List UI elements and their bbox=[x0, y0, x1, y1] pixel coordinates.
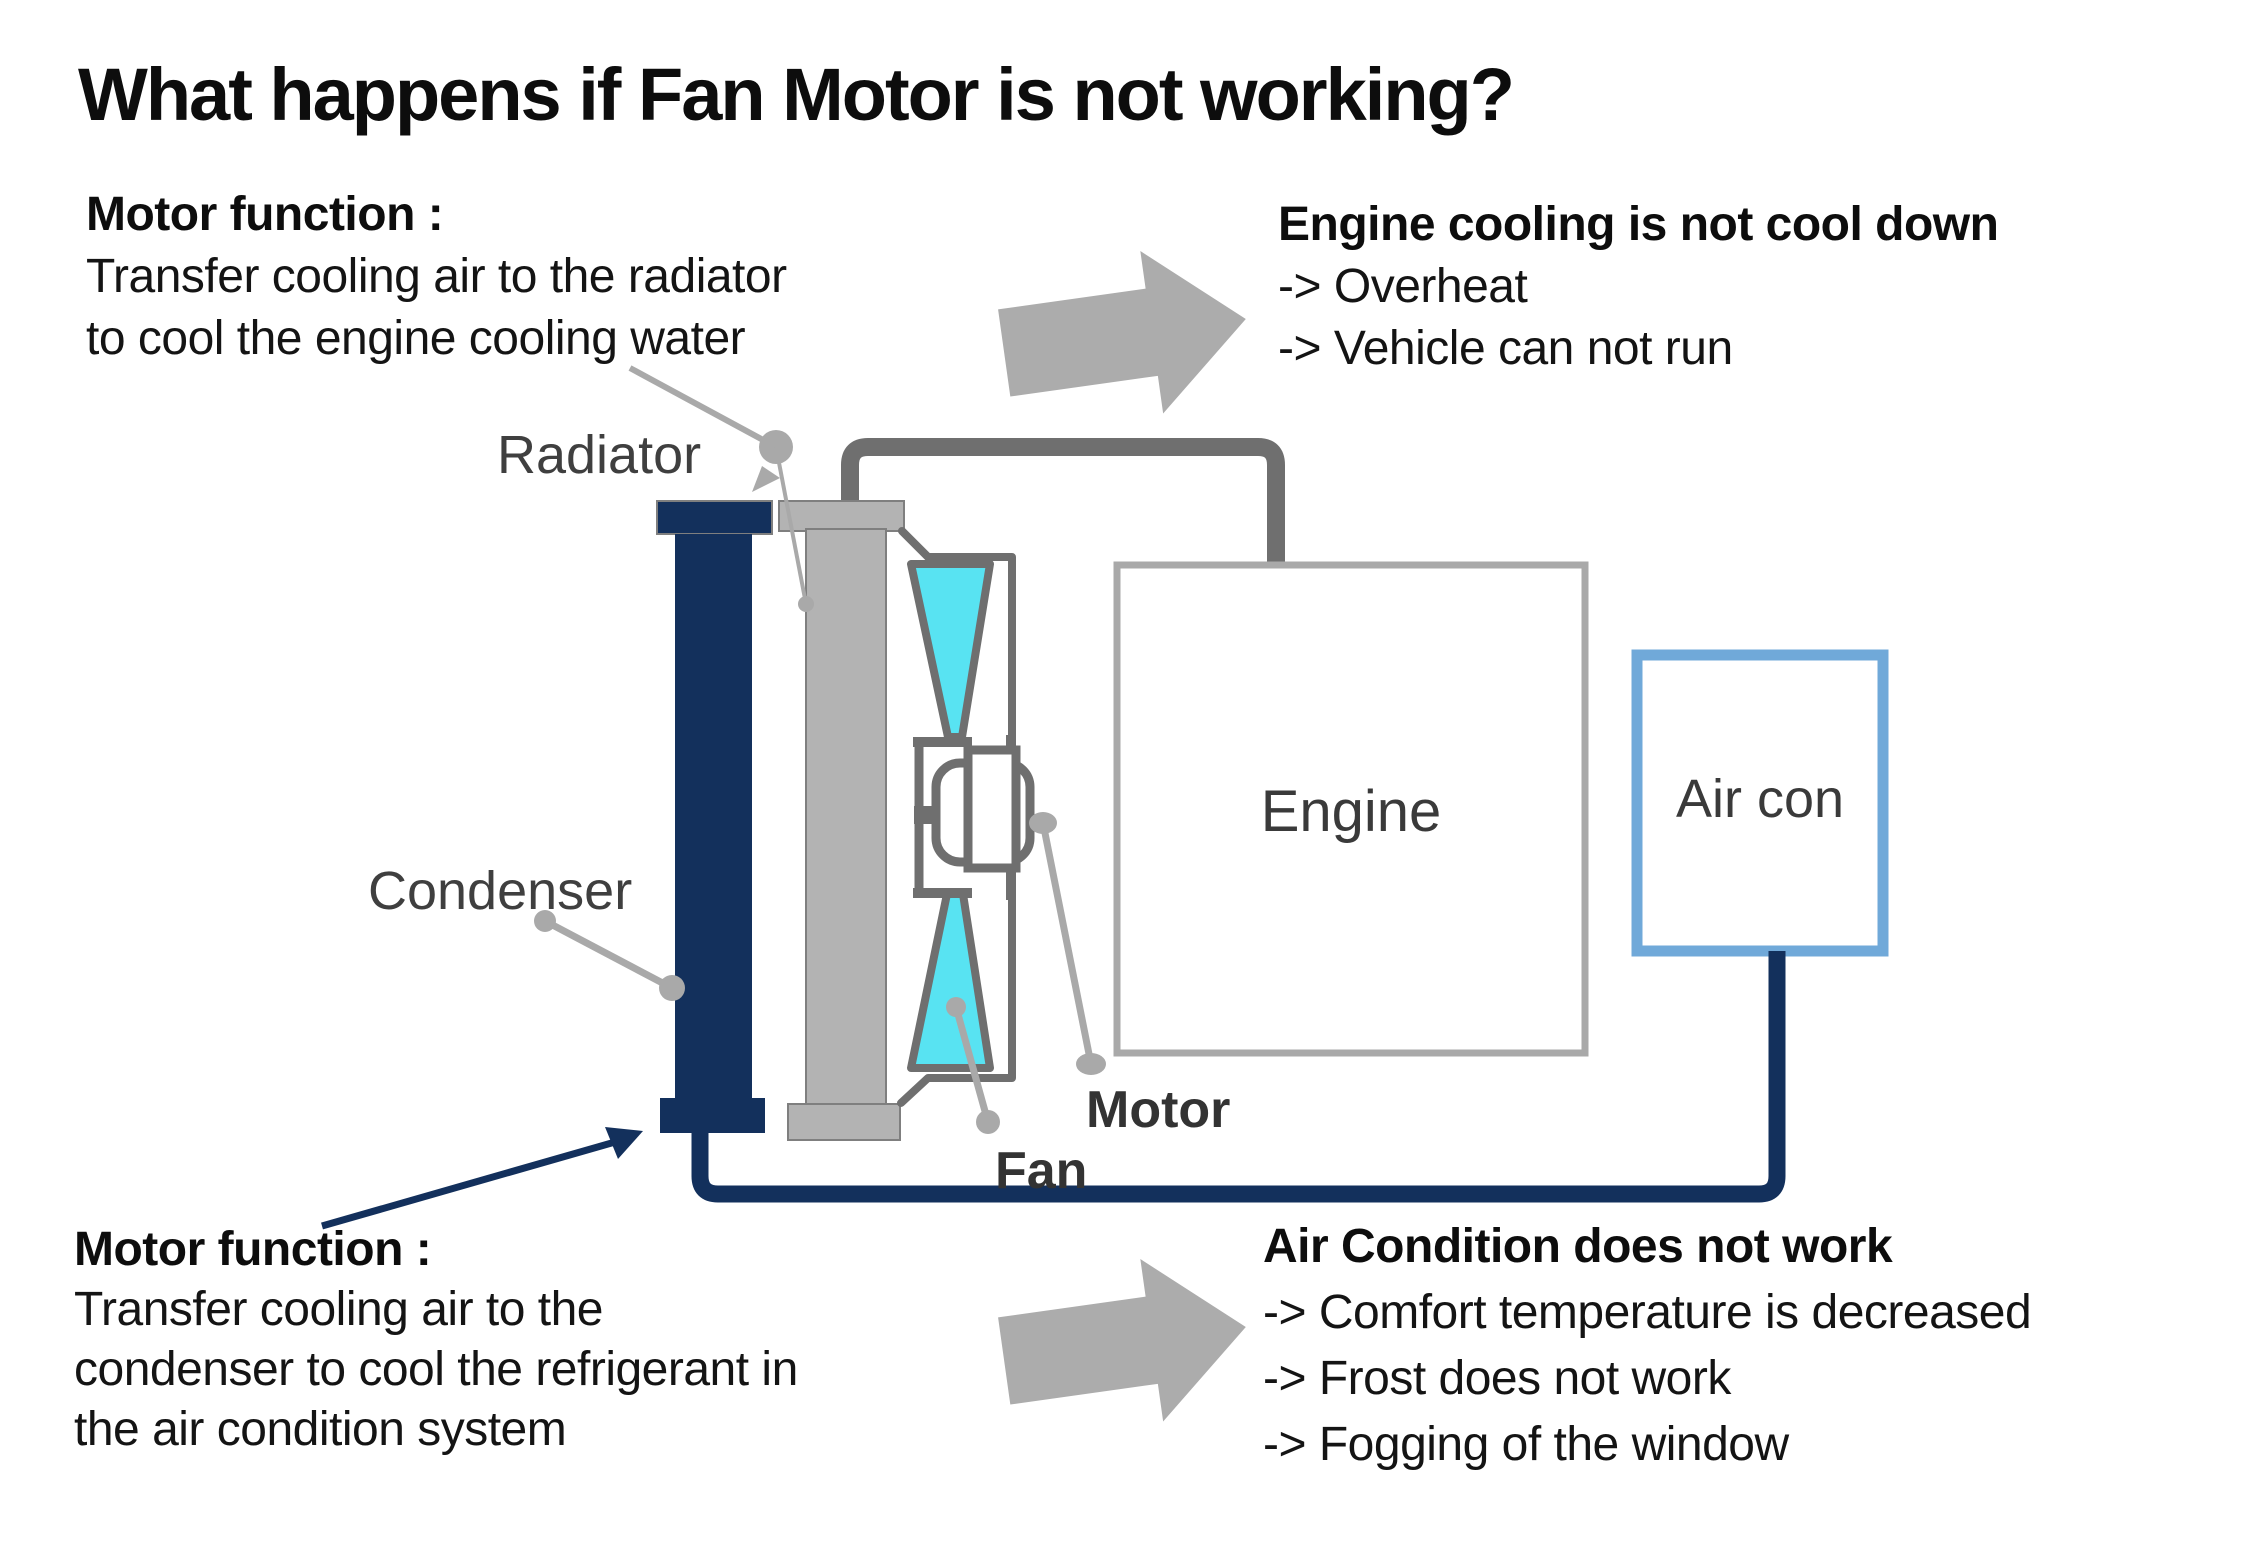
motor-leader-dot-end bbox=[1076, 1053, 1106, 1075]
fan-leader-dot-start bbox=[946, 997, 966, 1017]
condenser-function-arrow-line bbox=[321, 1136, 623, 1230]
radiator-leader-small-dot bbox=[798, 596, 814, 612]
radiator-top-tank bbox=[778, 500, 905, 532]
aircon-condenser-pipe bbox=[691, 951, 1786, 1203]
motor-leader-dot-start bbox=[1029, 812, 1057, 834]
condenser-function-arrowhead bbox=[605, 1127, 643, 1159]
block-heading: Engine cooling is not cool down bbox=[1278, 198, 1999, 251]
radiator-bottom-tank bbox=[787, 1103, 901, 1141]
aircon-box bbox=[1631, 649, 1889, 957]
text-line: -> Overheat bbox=[1278, 260, 1528, 313]
motor-function-bottom-block: Motor function : Transfer cooling air to… bbox=[74, 1220, 798, 1460]
text-line: Transfer cooling air to the radiator bbox=[86, 250, 787, 303]
radiator-core bbox=[805, 528, 887, 1107]
condenser-label: Condenser bbox=[368, 861, 633, 921]
text-line: -> Comfort temperature is decreased bbox=[1263, 1286, 2032, 1339]
radiator-leader-pointer bbox=[752, 466, 780, 492]
aircon-label: Air con bbox=[1675, 769, 1845, 829]
fan-leader-line bbox=[952, 1006, 992, 1123]
fan-leader-dot-end bbox=[976, 1110, 1000, 1134]
aircon-consequence-block: Air Condition does not work -> Comfort t… bbox=[1263, 1214, 2032, 1478]
text-line: condenser to cool the refrigerant in bbox=[74, 1343, 798, 1396]
text-line: -> Frost does not work bbox=[1263, 1352, 1731, 1405]
motor-function-top-block: Motor function : Transfer cooling air to… bbox=[86, 184, 787, 370]
motor-leader-line bbox=[1039, 822, 1095, 1065]
text-line: -> Vehicle can not run bbox=[1278, 322, 1733, 375]
condenser-bottom-tank bbox=[660, 1098, 765, 1133]
text-line: -> Fogging of the window bbox=[1263, 1418, 1789, 1471]
condenser-leader-dot-start bbox=[534, 910, 556, 932]
page-title: What happens if Fan Motor is not working… bbox=[78, 53, 1515, 136]
radiator-engine-pipe bbox=[841, 438, 1285, 566]
text-line: Transfer cooling air to the bbox=[74, 1283, 603, 1336]
engine-cooling-consequence-block: Engine cooling is not cool down -> Overh… bbox=[1278, 194, 1999, 380]
block-heading: Air Condition does not work bbox=[1263, 1220, 1893, 1273]
fan-blade-bottom bbox=[907, 890, 994, 1072]
motor-body-core bbox=[963, 745, 1021, 873]
block-heading: Motor function : bbox=[74, 1223, 432, 1276]
condenser-leader-dot-end bbox=[659, 975, 685, 1001]
block-arrow-right-top-icon bbox=[998, 251, 1246, 414]
radiator-leader-line bbox=[628, 365, 778, 450]
text-line: the air condition system bbox=[74, 1403, 567, 1456]
block-heading: Motor function : bbox=[86, 188, 444, 241]
radiator-label: Radiator bbox=[497, 425, 702, 485]
fan-label: Fan bbox=[995, 1142, 1088, 1200]
engine-label: Engine bbox=[1260, 779, 1442, 844]
motor-label: Motor bbox=[1086, 1081, 1231, 1139]
text-line: to cool the engine cooling water bbox=[86, 312, 746, 365]
condenser-leader-line bbox=[543, 917, 674, 992]
radiator-leader-thin-line bbox=[774, 446, 808, 605]
fan-blade-top bbox=[907, 560, 994, 741]
condenser-core bbox=[675, 534, 752, 1098]
engine-box bbox=[1113, 561, 1589, 1057]
condenser-top-tank bbox=[656, 500, 773, 535]
block-arrow-right-bottom-icon bbox=[998, 1259, 1246, 1422]
